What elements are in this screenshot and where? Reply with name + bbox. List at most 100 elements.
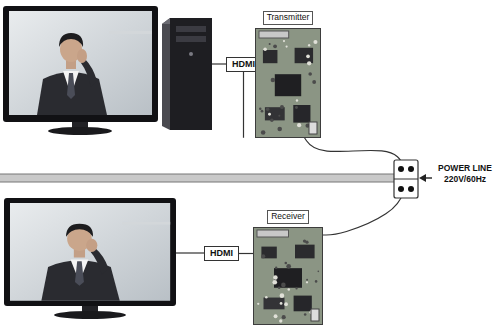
power-line bbox=[0, 182, 395, 183]
pcb-part bbox=[274, 314, 278, 318]
outlet-hole bbox=[408, 186, 414, 192]
pcb-part bbox=[280, 105, 284, 109]
pcb-part bbox=[284, 302, 288, 306]
pcb-part bbox=[280, 302, 283, 305]
pcb-part bbox=[305, 240, 308, 243]
pc-tower bbox=[162, 18, 170, 130]
pcb-part bbox=[288, 288, 291, 291]
pcb-part bbox=[286, 264, 291, 269]
node-label: HDMI bbox=[210, 249, 233, 259]
pcb-chip bbox=[264, 297, 285, 309]
pcb-part bbox=[266, 107, 270, 111]
power-line bbox=[0, 174, 395, 182]
pcb-part bbox=[273, 44, 277, 48]
pcb bbox=[256, 28, 321, 137]
pcb-part bbox=[261, 254, 265, 258]
pcb-part bbox=[257, 302, 259, 304]
pcb-part bbox=[306, 281, 308, 283]
pcb-connector bbox=[259, 31, 289, 38]
pcb-part bbox=[265, 296, 268, 299]
circuit-board bbox=[255, 28, 321, 138]
pcb-part bbox=[268, 113, 271, 116]
pcb-part bbox=[277, 127, 282, 132]
pcb-part bbox=[296, 99, 298, 101]
supply-label: POWER LINE 220V/60Hz bbox=[434, 163, 496, 184]
pcb-chip bbox=[295, 48, 313, 63]
pcb-part bbox=[304, 313, 307, 316]
pcb-chip bbox=[293, 105, 310, 123]
pc-tower bbox=[176, 36, 206, 42]
tv-picture bbox=[9, 11, 152, 115]
power-line bbox=[0, 174, 395, 175]
outlet-hole bbox=[408, 166, 414, 172]
pcb-part bbox=[278, 114, 280, 116]
pcb-part bbox=[307, 61, 311, 65]
pcb-part bbox=[308, 44, 310, 46]
outlet-hole bbox=[398, 186, 404, 192]
transmitter-board: Transmitter bbox=[255, 6, 321, 138]
pc-tower bbox=[170, 18, 212, 130]
pcb-part bbox=[283, 40, 285, 42]
receiver-board: Receiver bbox=[253, 205, 323, 325]
tv-stand bbox=[48, 127, 112, 135]
pcb-part bbox=[311, 309, 319, 321]
node-label: HDMI bbox=[232, 60, 255, 70]
pcb-part bbox=[309, 122, 317, 134]
pcb-chip bbox=[261, 246, 276, 258]
pcb-part bbox=[313, 40, 317, 44]
tv-stand bbox=[54, 311, 126, 319]
pcb-part bbox=[280, 293, 285, 298]
pcb-part bbox=[306, 278, 308, 280]
tv-bezel bbox=[3, 6, 158, 122]
pcb-part bbox=[263, 47, 267, 51]
pcb-connector bbox=[257, 230, 289, 237]
pc-tower bbox=[176, 26, 206, 32]
pcb-part bbox=[259, 107, 262, 110]
pcb-part bbox=[278, 286, 281, 289]
pcb bbox=[254, 227, 323, 324]
node-label: Receiver bbox=[267, 210, 309, 224]
pcb-part bbox=[306, 54, 310, 58]
pcb-part bbox=[312, 80, 316, 84]
pcb-part bbox=[272, 280, 277, 285]
hdmi-tag: HDMI bbox=[204, 246, 239, 261]
pcb-part bbox=[273, 275, 278, 280]
circuit-board bbox=[253, 227, 323, 325]
hdmi-cable bbox=[239, 253, 253, 254]
pcb-chip bbox=[263, 50, 278, 63]
pcb-part bbox=[284, 261, 287, 264]
pcb-chip bbox=[295, 244, 315, 258]
power-outlet bbox=[394, 179, 418, 180]
pcb-part bbox=[297, 123, 301, 127]
pcb-part bbox=[271, 77, 276, 82]
pcb-part bbox=[282, 315, 286, 319]
pc-tower bbox=[189, 52, 193, 56]
pcb-part bbox=[275, 266, 277, 268]
pcb-part bbox=[270, 118, 274, 122]
pcb-part bbox=[281, 282, 286, 287]
tv-bezel bbox=[4, 198, 176, 306]
pcb-chip bbox=[274, 268, 302, 288]
pcb-chip bbox=[265, 107, 285, 120]
pcb-part bbox=[279, 319, 282, 322]
power-outlet bbox=[394, 160, 418, 198]
hdmi-cable bbox=[176, 252, 204, 253]
pcb-part bbox=[317, 270, 319, 272]
hdmi-cable bbox=[212, 63, 226, 64]
pcb-part bbox=[286, 45, 288, 47]
supply-arrow bbox=[419, 174, 426, 182]
pcb-part bbox=[295, 106, 298, 109]
pcb-part bbox=[261, 130, 266, 135]
pcb-chip bbox=[275, 74, 301, 96]
node-label: Transmitter bbox=[263, 11, 314, 25]
tv-picture bbox=[10, 203, 170, 301]
pcb-part bbox=[295, 287, 297, 289]
power-cable bbox=[305, 138, 406, 235]
outlet-hole bbox=[398, 166, 404, 172]
pcb-part bbox=[261, 110, 264, 113]
pcb-part bbox=[269, 43, 271, 45]
